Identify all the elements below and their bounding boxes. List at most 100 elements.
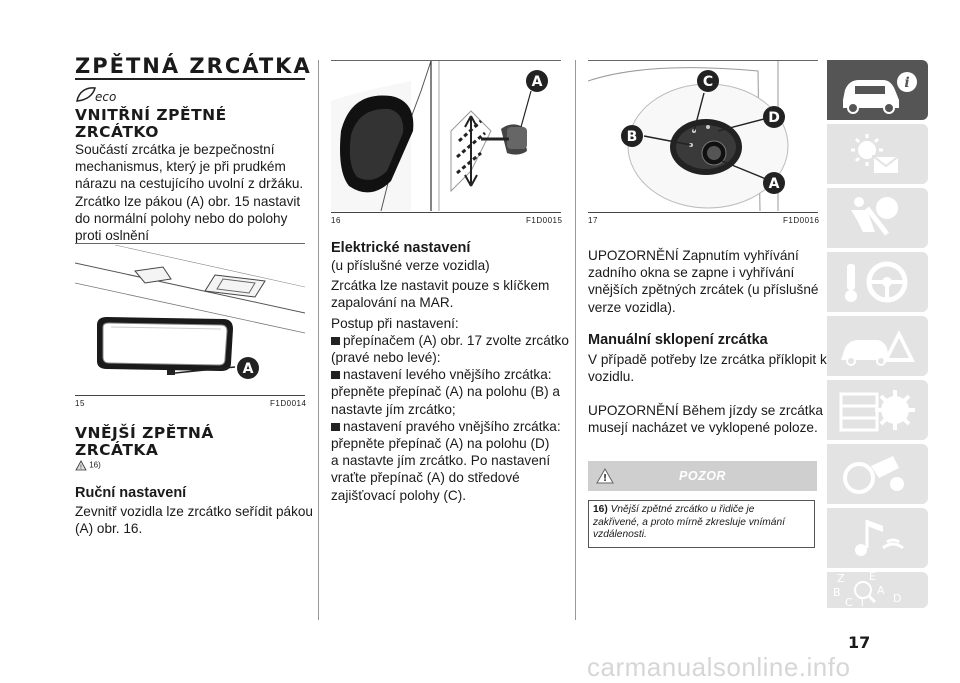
svg-text:i: i [904,75,909,91]
svg-text:!: ! [603,473,608,484]
tab-emergency[interactable] [827,316,928,376]
text-line: Součástí zrcátka je bezpečnostní [75,142,275,157]
index-letter: E [869,572,876,583]
index-letter: D [893,592,901,605]
text-line: UPOZORNĚNÍ Během jízdy se zrcátka [588,403,823,418]
manual-adjust-text: Zevnitř vozidla lze zrcátko seřídit páko… [75,503,315,537]
maintenance-icon [839,390,915,432]
index-letter: Z [837,572,845,585]
column-divider [575,60,576,620]
index-letter: C [845,596,853,608]
tab-car-info[interactable]: i [827,60,928,120]
mirror-switch-illustration: C B D A [587,61,789,212]
text-line: Zrcátko lze pákou (A) obr. 15 nastavit [75,193,301,209]
figure-number: 15 [75,399,85,408]
text-line: Postup při nastavení: [331,315,459,331]
warning-lights-icon [851,134,900,175]
driving-note: UPOZORNĚNÍ Během jízdy se zrcátka musejí… [588,402,828,436]
text-line: proti oslnění [75,228,150,244]
warning-number: 16) [593,504,608,515]
callout-a-label: A [769,176,780,192]
breakdown-icon [841,330,915,366]
door-mirror-lever-illustration: A [331,60,548,212]
text-line: nastavení levého vnějšího zrcátka: [343,367,552,383]
text-line: zakřivené, a proto mírně zkresluje vnímá… [593,516,785,528]
tab-safety[interactable] [827,188,928,248]
tab-index[interactable]: Z E B A C T D [827,570,928,609]
text-line: (A) obr. 16. [75,521,143,537]
text-line: Zevnitř vozidla lze zrcátko seřídit páko… [75,504,313,519]
airbag-icon [851,197,898,236]
callout-a-label: A [243,361,254,377]
index-icon: Z E B A C T D [833,570,901,609]
text-line: (u příslušné verze vozidla) [331,258,490,273]
text-line: nárazu na cestujícího uvolní z držáku. [75,176,304,192]
interior-mirror-illustration: A [74,244,306,379]
inner-mirror-text: Součástí zrcátka je bezpečnostní mechani… [75,141,310,244]
text-line: a nastavte jím zrcátko. Po nastavení [331,453,551,469]
electric-adjust-title: Elektrické nastavení [331,240,471,256]
figure-code: F1D0015 [526,216,563,225]
callout-d-label: D [768,110,780,126]
figure-number: 17 [588,216,598,225]
warning-triangle-icon: ! [596,468,614,484]
warning-body: 16) Vnější zpětné zrcátko u řidiče je za… [588,500,815,548]
text-line: nastavte jím zrcátko; [331,401,456,417]
tab-multimedia[interactable] [827,508,928,568]
text-line: přepněte přepínač (A) na polohu (D) [331,436,550,452]
text-line: Zrcátka lze nastavit pouze s klíčkem [331,278,550,294]
text-line: přepněte přepínač (A) na polohu (B) a [331,384,560,400]
figure-number: 16 [331,216,341,225]
manual-fold-title: Manuální sklopení zrcátka [588,332,768,348]
warning-reference: ! 16) [75,460,101,471]
text-line: UPOZORNĚNÍ Zapnutím vyhřívání [588,248,799,263]
tab-technical-data[interactable] [827,444,928,504]
car-info-icon: i [843,72,917,114]
svg-text:!: ! [80,464,82,471]
fig17-bottom-rule [588,212,818,213]
outer-mirrors-title: VNĚJŠÍ ZPĚTNÁ ZRCÁTKA [75,424,214,459]
warning-triangle-icon: ! [75,460,87,471]
text-line: vozidlu. [588,369,635,385]
text-line: nastavení pravého vnějšího zrcátka: [343,418,561,434]
manual-adjust-title: Ruční nastavení [75,485,187,501]
callout-a-marker [763,172,785,194]
tab-starting-driving[interactable] [827,252,928,312]
figure-17: C B D A [587,61,818,216]
text-line: Vnější zpětné zrcátko u řidiče je [610,504,755,515]
bullet-icon [331,336,340,345]
callout-c-label: C [703,74,713,90]
callout-c-marker [697,70,719,92]
tab-warning-lights[interactable] [827,124,928,184]
fig16-bottom-rule [331,212,561,213]
text-line: do normální polohy nebo do polohy [75,210,288,226]
bullet-item: přepínačem (A) obr. 17 zvolte zrcátko (p… [331,332,571,366]
title-rule [75,78,305,80]
manual-fold-text: V případě potřeby lze zrcátka příklopit … [588,351,828,385]
text-line: zapalování na MAR. [331,295,454,311]
text-line: V případě potřeby lze zrcátka příklopit … [588,352,827,367]
multimedia-icon [855,520,904,556]
callout-d-marker [763,106,785,128]
bullet-icon [331,422,340,431]
tab-maintenance[interactable] [827,380,928,440]
text-line: mechanismus, který je při prudkém [75,159,286,175]
figure-code: F1D0014 [270,399,307,408]
figure-15: A [74,244,306,400]
fig15-top-rule [75,243,305,244]
electric-adjust-text: (u příslušné verze vozidla) Zrcátka lze … [331,257,571,504]
text-line: vnějších zpětných zrcátek (u příslušné [588,282,819,298]
index-letter: T [858,596,866,608]
text-line: vzdálenosti. [593,529,647,540]
page-number: 17 [848,633,871,652]
index-letter: B [833,586,841,599]
warning-title: POZOR [679,469,726,483]
bullet-item: nastavení pravého vnějšího zrcátka: přep… [331,418,571,504]
bullet-item: nastavení levého vnějšího zrcátka: přepn… [331,366,571,418]
callout-b-marker [621,125,643,147]
index-letter: A [877,584,885,597]
eco-leaf-icon: eco [76,87,116,104]
callout-b-label: B [627,129,638,145]
fig16-top-rule [331,60,561,61]
eco-badge: eco [75,85,117,110]
